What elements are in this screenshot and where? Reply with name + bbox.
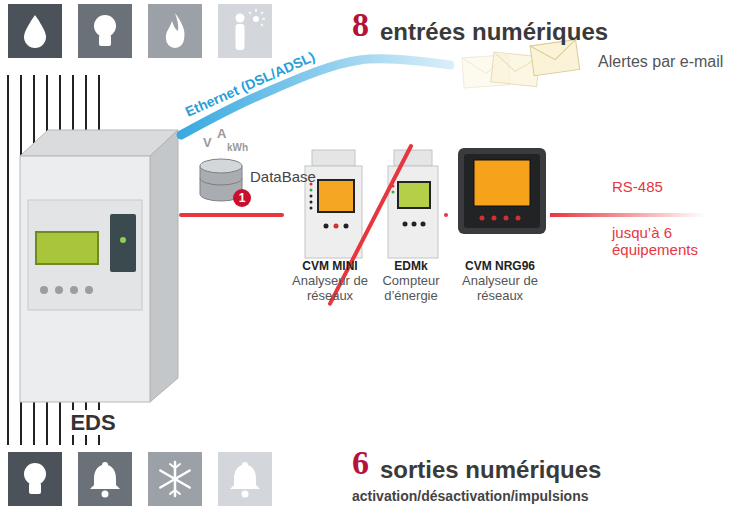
node-title: Alertes par e-mail: [598, 53, 746, 71]
callout-number: 1: [233, 189, 251, 207]
bus-note: jusqu’à 6 équipements: [612, 224, 744, 259]
section-note: activation/désactivation/impulsions: [352, 488, 589, 504]
eds-controller: EDS: [5, 118, 181, 435]
node-title: CVM MINI: [282, 260, 378, 274]
energy-meter: EDMkCompteur d’énergie: [376, 146, 446, 304]
bus-continuation: [550, 213, 705, 217]
database-cylinder: [200, 159, 251, 207]
unit-label: kWh: [227, 142, 248, 154]
unit-label: V: [203, 136, 212, 151]
gas-icon: [148, 4, 202, 58]
cooling-icon: [148, 452, 202, 506]
cvm-nrg96-device: [458, 148, 546, 234]
node-subtitle: Analyseur de réseaux: [282, 274, 378, 304]
alarm-icon: [78, 452, 132, 506]
network-analyzer: CVM NRG96Analyseur de réseaux: [446, 146, 554, 304]
rs485-bus: [181, 213, 282, 217]
node-title: EDS: [66, 410, 119, 435]
email-envelopes: [462, 40, 580, 88]
count-number: 8: [352, 8, 369, 42]
light-icon: [8, 452, 62, 506]
cvm-mini-device: [305, 150, 362, 258]
node-title: DataBase: [250, 168, 344, 185]
unit-label: A: [217, 127, 226, 142]
bus-name: RS-485: [612, 178, 663, 195]
network-analyzer: CVM MINIAnalyseur de réseaux: [282, 146, 378, 304]
count-number: 6: [352, 446, 369, 480]
node-subtitle: Compteur d’énergie: [376, 274, 446, 304]
io-wire: [7, 75, 9, 445]
edmk-device: [388, 150, 438, 258]
callout-circle: [233, 189, 251, 207]
database: DataBase: [250, 168, 344, 185]
eds-device: [20, 130, 178, 402]
node-title: EDMk: [376, 260, 446, 274]
light-icon: [78, 4, 132, 58]
node-title: CVM NRG96: [446, 260, 554, 274]
node-subtitle: Analyseur de réseaux: [446, 274, 554, 304]
edge-label: Ethernet (DSL/ADSL): [183, 48, 317, 120]
alarm-icon: [218, 452, 272, 506]
presence-icon: [218, 4, 272, 58]
section-heading: entrées numériques: [380, 18, 608, 46]
water-icon: [8, 4, 62, 58]
section-heading: sorties numériques: [380, 456, 601, 484]
